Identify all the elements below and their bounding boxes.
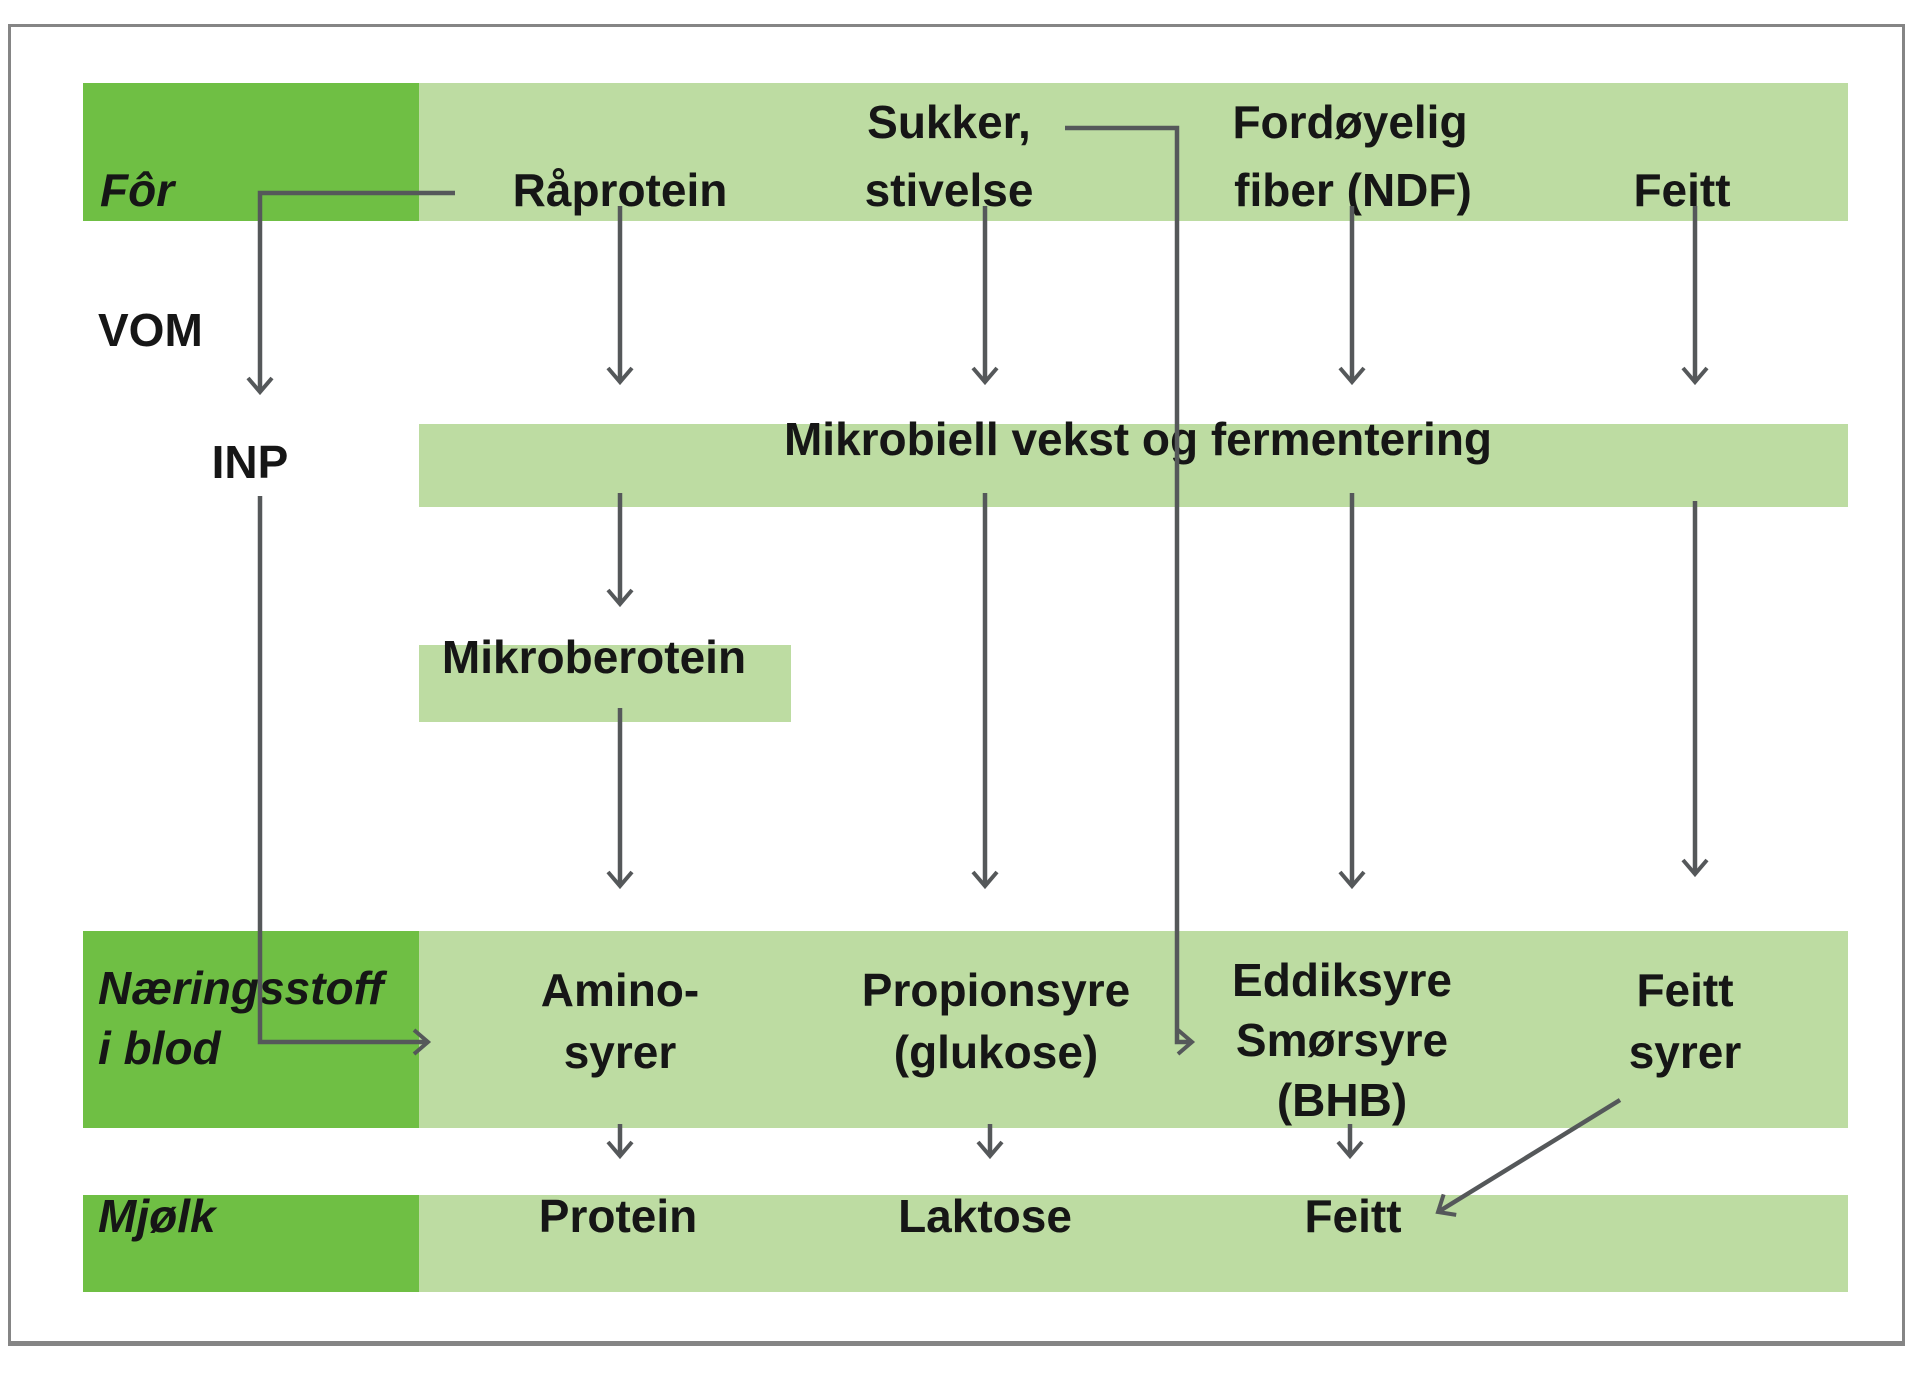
milk-item-laktose: Laktose — [898, 1190, 1072, 1242]
figure-border — [8, 24, 1905, 1346]
feed-row-label: Fôr — [100, 164, 175, 216]
blood-item-acetic-line1: Eddiksyre — [1232, 954, 1452, 1006]
blood-item-fatty-line2: syrer — [1628, 1026, 1742, 1078]
blood-item-amino-line2: syrer — [563, 1026, 677, 1078]
blood-item-acetic-line2: Smørsyre — [1235, 1014, 1449, 1066]
blood-item-propion-line1: Propionsyre — [861, 964, 1131, 1016]
feed-item-sukker-line1: Sukker, — [867, 96, 1031, 148]
fermentation-band-label: Mikrobiell vekst og fermentering — [783, 413, 1493, 465]
blood-item-acetic-line3: (BHB) — [1276, 1074, 1408, 1126]
blood-item-fatty-line1: Feitt — [1636, 964, 1734, 1016]
blood-item-propion-line2: (glukose) — [893, 1026, 1099, 1078]
blood-row-label-line1: Næringsstoff — [98, 962, 384, 1014]
microbial-protein-label: Mikroberotein — [441, 631, 747, 683]
milk-item-feitt: Feitt — [1304, 1190, 1402, 1242]
feed-item-fiber-line2: fiber (NDF) — [1234, 164, 1472, 216]
microbial-protein-box — [419, 645, 791, 722]
blood-row-label-line2: i blod — [98, 1022, 221, 1074]
feed-item-sukker-line2: stivelse — [864, 164, 1034, 216]
inp-label: INP — [211, 436, 289, 488]
milk-band-dark-segment — [83, 1195, 419, 1292]
blood-item-amino-line1: Amino- — [540, 964, 700, 1016]
feed-item-fiber-line1: Fordøyelig — [1232, 96, 1468, 148]
vom-label: VOM — [98, 304, 203, 356]
milk-item-protein: Protein — [538, 1190, 698, 1242]
feed-item-feitt: Feitt — [1633, 164, 1731, 216]
milk-row-label: Mjølk — [98, 1190, 216, 1242]
feed-item-raprotein: Råprotein — [512, 164, 728, 216]
